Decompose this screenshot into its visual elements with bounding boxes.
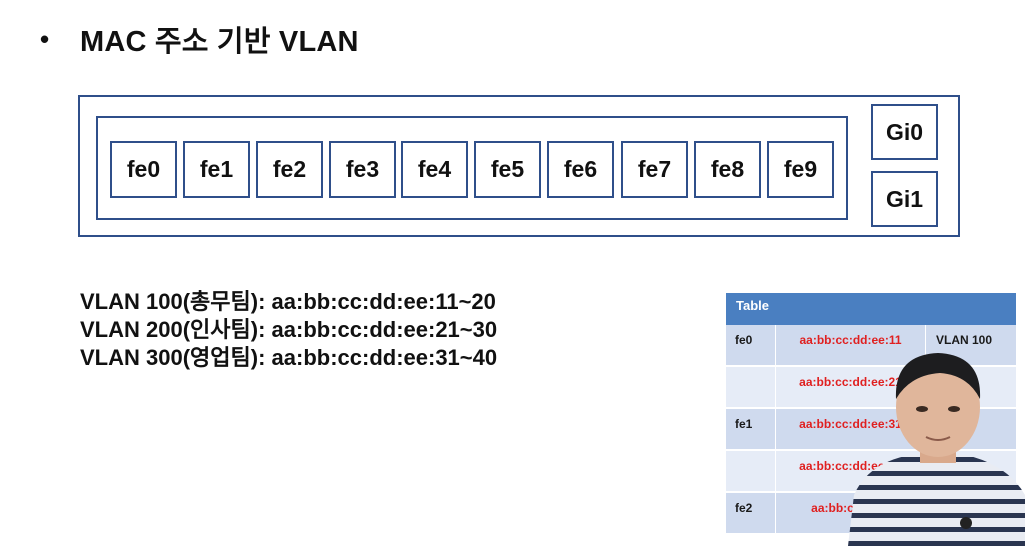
- fastethernet-port-group: [96, 116, 848, 220]
- vlan-300-line: VLAN 300(영업팀): aa:bb:cc:dd:ee:31~40: [80, 345, 498, 370]
- vlan-list: VLAN 100(총무팀): aa:bb:cc:dd:ee:11~20 VLAN…: [80, 288, 497, 372]
- port-fe2: fe2: [256, 141, 323, 198]
- row-port: fe1: [726, 409, 776, 449]
- bullet: •: [40, 23, 50, 54]
- port-fe4: fe4: [401, 141, 468, 198]
- vlan-200-line: VLAN 200(인사팀): aa:bb:cc:dd:ee:21~30: [80, 317, 498, 342]
- face: [896, 357, 980, 457]
- port-fe7: fe7: [621, 141, 688, 198]
- row-port: [726, 451, 776, 491]
- row-vlan: VLAN 100: [936, 333, 993, 347]
- port-fe1: fe1: [183, 141, 250, 198]
- table-header: Table: [726, 293, 1016, 325]
- port-fe5: fe5: [474, 141, 541, 198]
- port-gi1: Gi1: [871, 171, 938, 227]
- left-eye: [916, 406, 928, 412]
- port-fe9: fe9: [767, 141, 834, 198]
- row-port: [726, 367, 776, 407]
- port-fe3: fe3: [329, 141, 396, 198]
- slide-title: MAC 주소 기반 VLAN: [80, 26, 359, 58]
- port-fe0: fe0: [110, 141, 177, 198]
- hair: [895, 353, 981, 399]
- lapel-mic-icon: [960, 517, 972, 529]
- right-eye: [948, 406, 960, 412]
- switch-chassis: [78, 95, 960, 237]
- vlan-100-line: VLAN 100(총무팀): aa:bb:cc:dd:ee:11~20: [80, 289, 496, 314]
- heading: • MAC 주소 기반 VLAN: [40, 18, 359, 60]
- table-row: fe0 aa:bb:cc:dd:ee:11 VLAN 100: [726, 325, 1016, 365]
- mouth: [925, 436, 951, 441]
- port-gi0: Gi0: [871, 104, 938, 160]
- port-fe8: fe8: [694, 141, 761, 198]
- row-mac: aa:bb:cc:dd:ee:11: [776, 325, 926, 365]
- row-port: fe0: [726, 325, 776, 365]
- presenter-image: [848, 353, 1025, 546]
- striped-shirt: [848, 455, 1025, 546]
- row-port: fe2: [726, 493, 776, 533]
- port-fe6: fe6: [547, 141, 614, 198]
